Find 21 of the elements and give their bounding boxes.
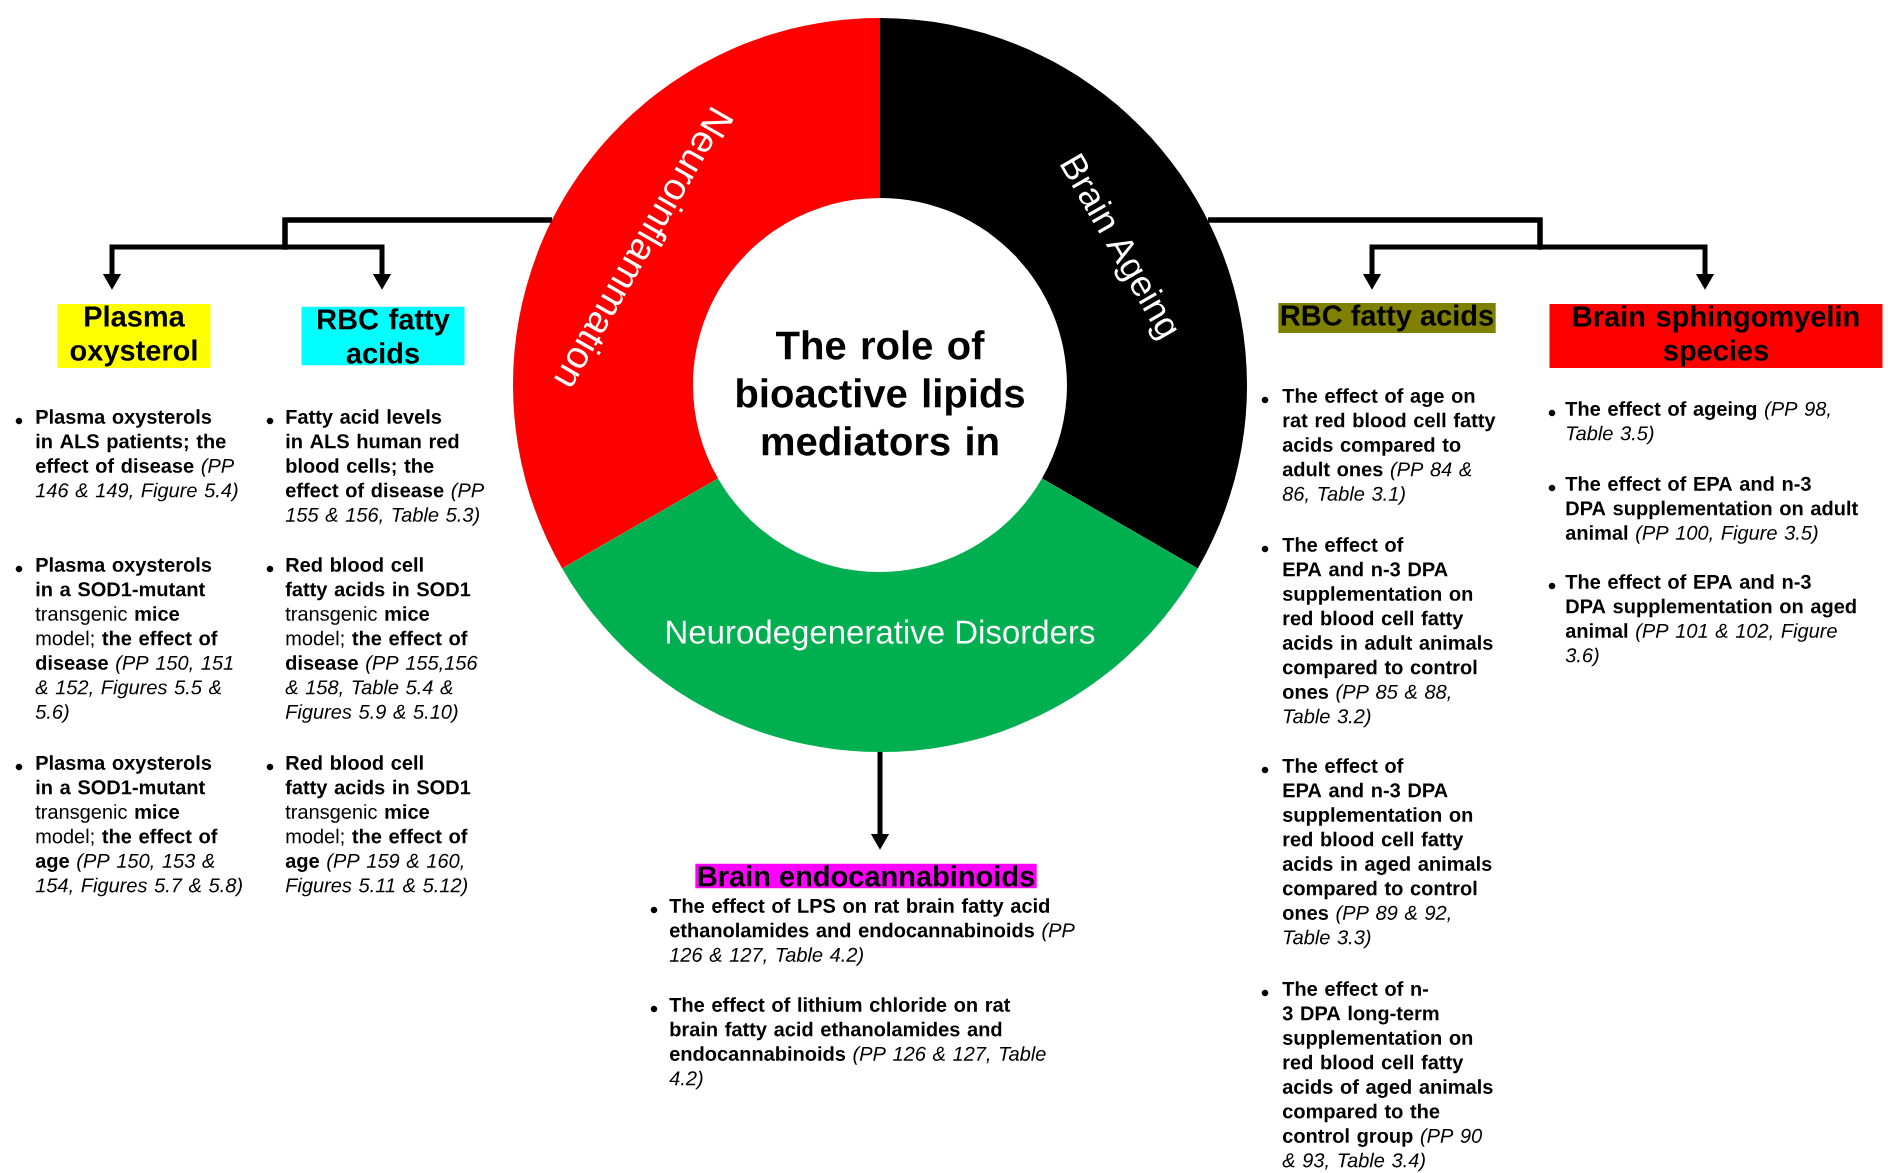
bullet-item: The effect of EPA and n-3 DPA supplementation on red blood cell fatty acids in aged animals compared to control ones (PP 89 & 92, Table 3.3) <box>1261 758 1492 949</box>
bullet-item: The effect of EPA and n-3 DPA supplementation on red blood cell fatty acids in adult animals compared to control ones (PP 85 & 88, Table 3.2) <box>1261 537 1493 728</box>
bullet-item: Red blood cell fatty acids in SOD1 transgenic mice model; the effect of age (PP 159 & 160, Figures 5.11 & 5.12) <box>266 755 471 897</box>
bullet-item: Plasma oxysterols in a SOD1-mutant transgenic mice model; the effect of disease (PP 150, 151 & 152, Figures 5.5 & 5.6) <box>15 557 233 723</box>
bullet-item: Plasma oxysterols in ALS patients; the effect of disease (PP 146 & 149, Figure 5.4) <box>15 409 238 502</box>
highlighted-heading: RBC fatty acids <box>1278 303 1496 333</box>
bullet-item: The effect of lithium chloride on rat brain fatty acid ethanolamides and endocannabinoids (PP 126 & 127, Table 4.2) <box>650 997 1046 1090</box>
ring-segment: Neurodegenerative Disorders <box>562 478 1198 753</box>
bullet-item: The effect of EPA and n-3 DPA supplementation on aged animal (PP 101 & 102, Figure 3.6) <box>1548 574 1856 667</box>
bullet-item: The effect of age on rat red blood cell fatty acids compared to adult ones (PP 84 & 86, Table 3.1) <box>1261 388 1496 505</box>
highlighted-heading: RBC fatty acids <box>301 306 465 366</box>
bullet-item: The effect of ageing (PP 98, Table 3.5) <box>1548 401 1830 445</box>
bullet-item: The effect of n-3 DPA long-term supplementation on red blood cell fatty acids of aged animals compared to the control group (PP 90 & 93, Table 3.4) <box>1261 981 1493 1172</box>
bullet-item: Fatty acid levels in ALS human red blood cells; the effect of disease (PP 155 & 156, Table 5.3) <box>266 409 484 526</box>
bullet-item: Red blood cell fatty acids in SOD1 transgenic mice model; the effect of disease (PP 155,156 & 158, Table 5.4 & Figures 5.9 & 5.10) <box>266 557 478 723</box>
highlighted-heading: Plasma oxysterol <box>57 303 211 368</box>
highlighted-heading: Brain endocannabinoids <box>695 863 1037 889</box>
bullet-item: The effect of EPA and n-3 DPA supplementation on adult animal (PP 100, Figure 3.5) <box>1548 476 1858 544</box>
bullet-item: The effect of LPS on rat brain fatty acid ethanolamides and endocannabinoids (PP 126 & 127, Table 4.2) <box>650 898 1075 966</box>
highlighted-heading: Brain sphingomyelin species <box>1549 303 1883 368</box>
bullet-item: Plasma oxysterols in a SOD1-mutant transgenic mice model; the effect of age (PP 150, 153 & 154, Figures 5.7 & 5.8) <box>15 755 242 897</box>
